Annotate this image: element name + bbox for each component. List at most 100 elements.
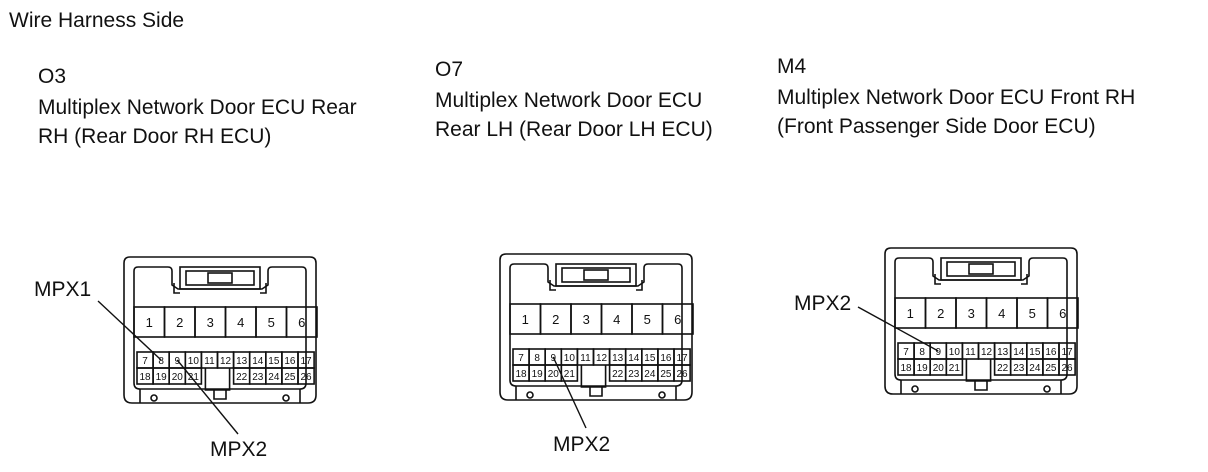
pin-label: 18 [900,363,912,374]
pin-label: 13 [612,353,624,364]
pin-label: 20 [933,363,945,374]
callout-mpx2: MPX2 [553,433,610,456]
callout-mpx1: MPX1 [34,278,91,301]
pin-label: 10 [188,356,200,367]
pin-label: 25 [1045,363,1057,374]
connector-ear-right [636,280,643,291]
pin-label: 16 [1045,347,1057,358]
pin-label: 24 [644,369,656,380]
connector-latch [940,257,1022,281]
pin-label: 14 [1013,347,1025,358]
pin-label: 26 [300,372,312,383]
pin-label: 15 [644,353,656,364]
pin-label: 23 [1013,363,1025,374]
pin-label: 8 [534,353,540,364]
connector-bottom-tab [974,380,988,391]
pin-label: 16 [660,353,672,364]
callout-mpx2-leader [176,359,239,435]
callout-mpx2: MPX2 [210,438,267,461]
connector-body [509,263,683,387]
connector-code: M4 [777,55,807,78]
pin-label: 20 [172,372,184,383]
pin-label: 7 [518,353,524,364]
pin-label: 11 [580,353,591,364]
pin-label: 17 [1061,347,1073,358]
connector-rivet-right [658,391,666,399]
pin-label: 10 [564,353,576,364]
pin-cell [297,367,315,385]
connector-latch-window [207,272,233,284]
connector-ear-left [173,283,180,294]
pin-label: 6 [298,315,305,330]
pin-label: 17 [300,356,312,367]
pin-label: 14 [252,356,264,367]
pin-cell [945,358,964,376]
pin-label: 19 [532,369,544,380]
pin-label: 23 [252,372,264,383]
pin-label: 4 [613,312,620,327]
pin-label: 21 [564,369,576,380]
pin-label: 8 [919,347,925,358]
pin-label: 18 [139,372,151,383]
connector-title-m4: M4 Multiplex Network Door ECU Front RH (… [777,52,1135,141]
pin-label: 7 [142,356,148,367]
pin-label: 16 [284,356,296,367]
connector-bottom-tab [213,389,227,400]
connector-name-line1: Multiplex Network Door ECU Rear [38,96,357,119]
connector-housing [499,253,693,401]
connector-title-o7: O7 Multiplex Network Door ECU Rear LH (R… [435,55,713,144]
pin-label: 12 [981,347,993,358]
connector-latch-inner [561,267,631,283]
connector-ear-left [549,280,556,291]
pin-label: 5 [1029,306,1036,321]
connector-foot [515,386,677,400]
connector-latch-inner [946,261,1016,277]
pin-label: 12 [596,353,608,364]
connector-latch-inner [185,270,255,286]
pin-label: 3 [583,312,590,327]
connector-name-line1: Multiplex Network Door ECU Front RH [777,86,1136,109]
pin-label: 8 [158,356,164,367]
connector-rivet-right [282,394,290,402]
connector-housing [884,247,1078,395]
pin-label: 4 [998,306,1005,321]
connector-ear-right [1021,274,1028,285]
pin-label: 6 [1059,306,1066,321]
pin-label: 26 [1061,363,1073,374]
pin-label: 4 [237,315,244,330]
connector-name-line1: Multiplex Network Door ECU [435,89,703,112]
connector-rivet-right [1043,385,1051,393]
connector-name-line2: (Front Passenger Side Door ECU) [777,115,1096,138]
connector-rivet-left [911,385,919,393]
connector-latch-window [968,263,994,275]
pin-label: 10 [949,347,961,358]
callout-mpx2: MPX2 [794,292,851,315]
pin-label: 24 [268,372,280,383]
connector-o7: 1234567891011121314151617181920212223242… [499,253,694,401]
pin-label: 22 [612,369,624,380]
connector-key-slot [204,368,231,391]
connector-ear-right [260,283,267,294]
pin-cell [1058,358,1076,376]
pin-label: 22 [997,363,1009,374]
connector-name-line2: RH (Rear Door RH ECU) [38,125,272,148]
pin-label: 21 [188,372,200,383]
connector-foot [139,389,301,403]
pin-label: 15 [268,356,280,367]
pin-label: 9 [174,356,180,367]
pin-label: 14 [628,353,640,364]
connector-key-slot [580,365,607,388]
pin-label: 12 [220,356,232,367]
pin-label: 7 [903,347,909,358]
connector-bottom-tab [589,386,603,397]
pin-label: 2 [176,315,183,330]
connector-body [894,257,1068,381]
page-title: Wire Harness Side [9,9,185,32]
pin-label: 2 [937,306,944,321]
connector-latch-window [583,269,609,281]
pin-label: 9 [935,347,941,358]
pin-label: 1 [907,306,914,321]
